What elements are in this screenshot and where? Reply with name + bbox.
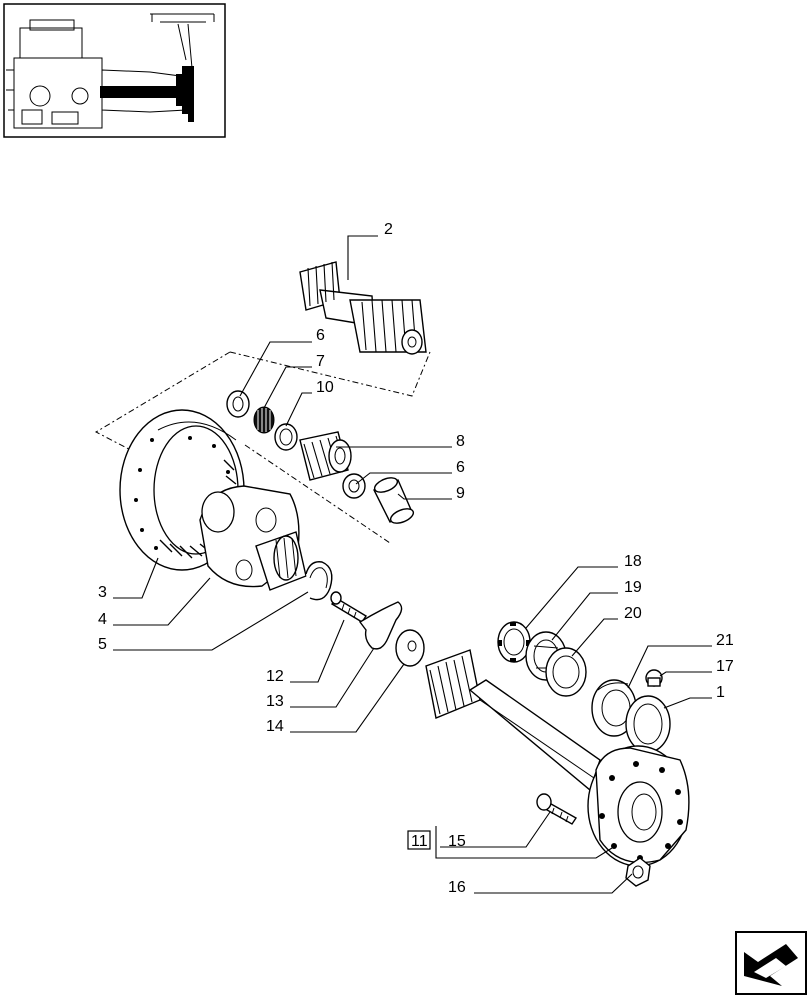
planet-gear <box>299 431 352 481</box>
callout-12: 12 <box>266 668 284 685</box>
callout-1: 1 <box>716 684 725 701</box>
oil-seal <box>591 679 637 737</box>
needle-bearing <box>253 406 275 434</box>
plug <box>645 669 663 687</box>
planet-carrier <box>199 485 307 591</box>
assembly-location-thumbnail[interactable] <box>3 3 226 138</box>
callout-3: 3 <box>98 584 107 601</box>
seal-ring <box>625 695 671 753</box>
thrust-washer-upper <box>226 390 250 418</box>
callout-2: 2 <box>384 221 393 238</box>
callout-17: 17 <box>716 658 734 675</box>
callout-9: 9 <box>456 485 465 502</box>
wheel-stud <box>536 793 578 825</box>
callout-5: 5 <box>98 636 107 653</box>
callout-16: 16 <box>448 879 466 896</box>
snap-ring <box>305 561 333 601</box>
callout-18: 18 <box>624 553 642 570</box>
flat-washer <box>395 629 425 667</box>
callout-14: 14 <box>266 718 284 735</box>
spacer-ring <box>274 423 298 451</box>
callout-6-upper: 6 <box>316 327 325 344</box>
callout-4: 4 <box>98 611 107 628</box>
retaining-nut <box>497 621 531 663</box>
callout-6-lower: 6 <box>456 459 465 476</box>
thrust-washer-lower <box>342 473 366 499</box>
callout-15: 15 <box>448 833 466 850</box>
callout-13: 13 <box>266 693 284 710</box>
kit-reference-box <box>407 830 431 850</box>
planet-pin <box>373 477 415 524</box>
pinion-shaft <box>299 261 427 355</box>
callout-19: 19 <box>624 579 642 596</box>
callout-20: 20 <box>624 605 642 622</box>
leader-lines <box>113 235 712 894</box>
callout-11: 11 <box>411 833 428 850</box>
callout-21: 21 <box>716 632 734 649</box>
lock-plate <box>358 601 403 650</box>
bolt <box>330 591 367 623</box>
callout-8: 8 <box>456 433 465 450</box>
bearing-cup <box>545 647 587 697</box>
wheel-nut <box>625 857 651 887</box>
next-page-arrow-icon[interactable] <box>735 931 807 995</box>
callout-7: 7 <box>316 353 325 370</box>
callout-10: 10 <box>316 379 334 396</box>
callout-labels: 2 6 7 10 8 6 9 3 4 5 12 13 14 18 19 20 2… <box>98 221 734 896</box>
